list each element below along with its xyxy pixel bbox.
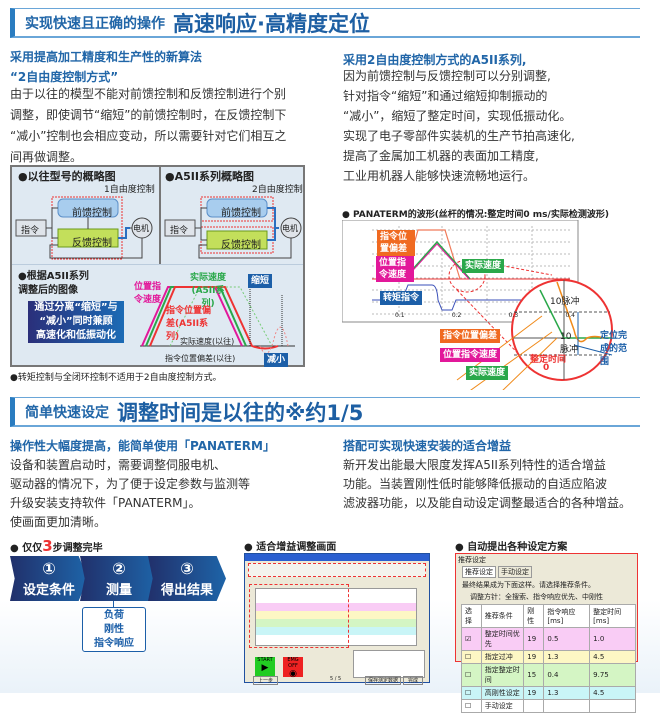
old-diagram-title: ●以往型号的概略图 (18, 170, 116, 183)
positioning-range: 定位完成的范围 (600, 331, 628, 367)
start-button[interactable]: START▶ (255, 657, 275, 677)
select-checkbox[interactable]: ☐ (461, 663, 482, 687)
settle-time: 整定时间 (530, 355, 567, 365)
new-cmd: 指令 (170, 226, 189, 236)
zoom-label-pos-dev: 指令位置偏差 (440, 329, 501, 343)
select-checkbox[interactable]: ☐ (461, 686, 482, 700)
label-actual-speed-new: 实际速度(A5II系列) (189, 273, 226, 309)
settle-time-value: 0 (543, 363, 550, 373)
zoom-label-actual-speed: 实际速度 (466, 366, 509, 380)
left-subtitle-1: 采用提高加工精度和生产性的新算法 (10, 50, 203, 64)
body-line: 调整，即使调节“缩短”的前馈控制时，在反馈控制下 (10, 108, 287, 122)
pulse-up: 10脉冲 (550, 297, 580, 307)
footnote: ●转矩控制与全闭环控制不适用于2自由度控制方式。 (10, 373, 222, 383)
new-ff: 前馈控制 (221, 208, 261, 219)
wave-label-pos-dev: 指令位置偏差 (377, 230, 415, 256)
recommend-window: 推荐设定 推荐设定手动设定 最终结果成为下面这样。请选择推荐条件。 调整方针：全… (455, 553, 638, 713)
old-motor: 电机 (133, 224, 149, 233)
shorten-arrow: 缩短 (248, 274, 273, 288)
save-button[interactable]: 保存测定数据 (365, 676, 402, 685)
label-pos-dev-old: 指令位置偏差(以往) (165, 354, 236, 363)
section-header-2: 简单快速设定 调整时间是以往的※约1/5 (10, 397, 640, 427)
body-line: 间再做调整。 (10, 150, 83, 164)
label-pos-dev-new: 指令位置偏差(A5II系列) (166, 306, 212, 342)
left-subtitle-2: “2自由度控制方式” (10, 70, 119, 84)
table-caption: ● 自动提出各种设定方案 (455, 542, 568, 553)
header-small: 简单快速设定 (25, 404, 109, 421)
right-subtitle: 搭配可实现快速安装的适合增益 (343, 439, 512, 453)
measure-items: 负荷刚性指令响应 (82, 607, 146, 652)
new-motor: 电机 (282, 224, 298, 233)
old-ff: 前馈控制 (72, 208, 112, 219)
tab-manual[interactable]: 手动设定 (498, 566, 532, 578)
control-diagram (15, 196, 302, 354)
select-checkbox[interactable]: ☑ (461, 627, 482, 651)
steps-caption: ● 仅仅3步调整完毕 (10, 537, 103, 555)
new-fb: 反馈控制 (221, 240, 261, 251)
label-actual-speed-old: 实际速度(以往) (180, 337, 235, 346)
old-diagram (15, 196, 153, 260)
header-big: 调整时间是以往的※约1/5 (117, 400, 364, 425)
new-diagram-title: ●A5II系列概略图 (165, 170, 254, 183)
back-button[interactable]: 上一步 (253, 676, 279, 685)
select-checkbox[interactable]: ☐ (461, 699, 482, 713)
pulse-down: 10脉冲 (560, 332, 579, 355)
tab-recommend[interactable]: 推荐设定 (462, 566, 496, 578)
select-checkbox[interactable]: ☐ (461, 650, 482, 664)
old-fb: 反馈控制 (72, 238, 112, 249)
section-header-1: 实现快速且正确的操作 高速响应·高精度定位 (10, 8, 640, 38)
body-line: “减小”控制也会相应变动，所以需要针对它们相互之 (10, 129, 287, 143)
screen-caption: ● 适合增益调整画面 (244, 542, 337, 553)
header-big: 高速响应·高精度定位 (173, 11, 370, 36)
new-diagram (164, 196, 302, 259)
page-indicator: 5 / 5 (330, 676, 342, 682)
old-cmd: 指令 (21, 226, 40, 236)
right-subtitle: 采用2自由度控制方式的A5II系列, (343, 53, 527, 67)
wave-label-pos-cmd-speed: 位置指令速度 (376, 256, 414, 282)
image-title: ●根据A5II系列调整后的图像 (18, 271, 89, 296)
left-subtitle: 操作性大幅度提高，能简单使用「PANATERM」 (10, 439, 275, 453)
left-body: 设备和装置启动时，需要调整伺服电机、驱动器的情况下，为了便于设定参数与监测等升级… (10, 458, 251, 529)
feature-banner: 通过分离“缩短”与“减小”同时兼顾高速化和低振动化 (28, 301, 124, 343)
right-body: 因为前馈控制与反馈控制可以分别调整,针对指令“缩短”和通过缩短抑制振动的“减小”… (343, 69, 575, 183)
header-small: 实现快速且正确的操作 (25, 15, 165, 32)
old-note: 1自由度控制 (104, 185, 155, 195)
zoom-label-pos-cmd-speed: 位置指令速度 (440, 348, 501, 362)
right-body: 新开发出能最大限度发挥A5II系列特性的适合增益功能。当装置刚性低时能够降低振动… (343, 458, 632, 510)
reduce-arrow: 减小 (264, 353, 289, 367)
wave-label-torque: 转矩指令 (380, 291, 423, 305)
left-body: 由于以往的模型不能对前馈控制和反馈控制进行个别 调整，即使调节“缩短”的前馈控制… (10, 84, 286, 168)
label-pos-cmd-speed: 位置指令速度 (134, 282, 162, 305)
tuning-screen: START▶ EMG OFF◉ 上一步 5 / 5 保存测定数据 完成 (244, 553, 430, 685)
new-note: 2自由度控制 (252, 185, 303, 195)
response-plot (140, 286, 295, 354)
wave-label-actual-speed: 实际速度 (462, 259, 505, 273)
table-row[interactable]: ☐手动设定 (461, 699, 636, 713)
emg-off-button[interactable]: EMG OFF◉ (283, 657, 303, 679)
finish-button[interactable]: 完成 (403, 676, 424, 685)
wave-caption: ● PANATERM的波形(丝杆的情况:整定时间0 ms/实际检测波形) (342, 210, 609, 220)
body-line: 由于以往的模型不能对前馈控制和反馈控制进行个别 (10, 87, 287, 101)
